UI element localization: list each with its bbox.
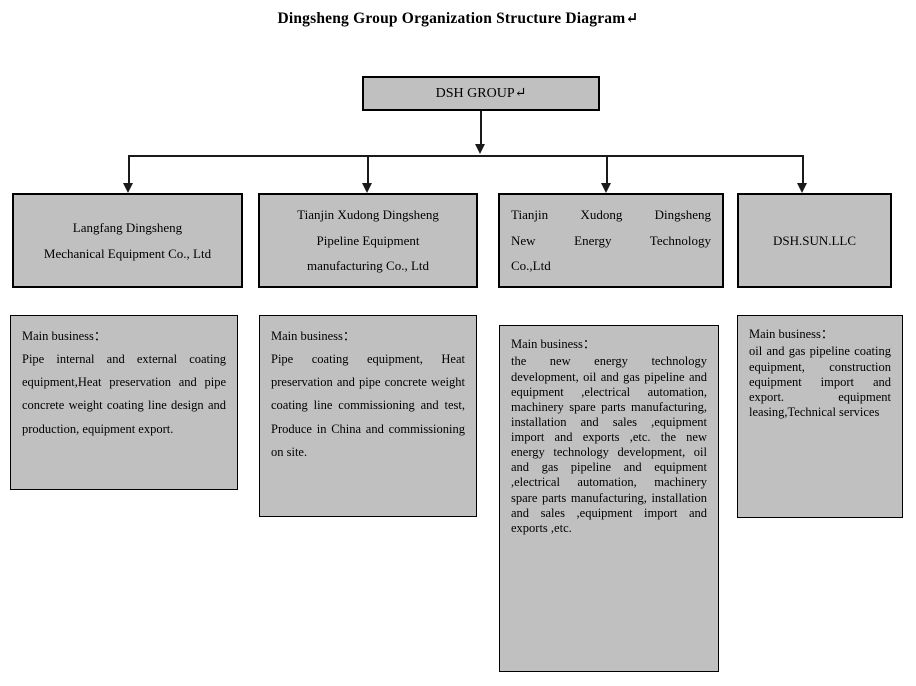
description-box-4: Main business： oil and gas pipeline coat… — [737, 315, 903, 518]
description-body: the new energy technology development, o… — [511, 354, 707, 535]
description-body: Pipe internal and external coating equip… — [22, 352, 226, 436]
org-node-subsidiary-3[interactable]: Tianjin Xudong Dingsheng New Energy Tech… — [498, 193, 724, 288]
connector-drop-1 — [128, 155, 130, 185]
connector-bus-horizontal — [128, 155, 802, 157]
org-node-line: Pipeline Equipment — [316, 232, 420, 248]
description-heading: Main business： — [22, 329, 107, 343]
connector-drop-4 — [802, 155, 804, 185]
org-node-subsidiary-4[interactable]: DSH.SUN.LLC — [737, 193, 892, 288]
page-title: Dingsheng Group Organization Structure D… — [277, 10, 639, 27]
org-node-root[interactable]: DSH GROUP↵ — [362, 76, 600, 111]
org-node-line: manufacturing Co., Ltd — [306, 258, 430, 274]
arrow-head-child-3 — [601, 183, 611, 193]
description-box-3: Main business： the new energy technology… — [499, 325, 719, 672]
connector-root-stem — [480, 111, 482, 146]
org-node-subsidiary-1[interactable]: Langfang Dingsheng Mechanical Equipment … — [12, 193, 243, 288]
connector-drop-3 — [606, 155, 608, 185]
org-node-root-label: DSH GROUP↵ — [435, 85, 527, 101]
org-node-line: DSH.SUN.LLC — [772, 232, 857, 248]
description-box-1: Main business： Pipe internal and externa… — [10, 315, 238, 490]
description-box-2: Main business： Pipe coating equipment, H… — [259, 315, 477, 517]
arrow-head-child-2 — [362, 183, 372, 193]
org-node-line: Tianjin Xudong Dingsheng — [511, 207, 711, 223]
org-node-line: Co.,Ltd — [511, 258, 551, 274]
description-heading: Main business： — [511, 337, 596, 351]
arrow-head-child-1 — [123, 183, 133, 193]
arrow-head-child-4 — [797, 183, 807, 193]
org-node-line: New Energy Technology — [511, 232, 711, 248]
description-heading: Main business： — [749, 327, 834, 341]
org-node-line: Langfang Dingsheng — [72, 220, 183, 236]
description-body: Pipe coating equipment, Heat preservatio… — [271, 352, 465, 459]
org-node-subsidiary-2[interactable]: Tianjin Xudong Dingsheng Pipeline Equipm… — [258, 193, 478, 288]
org-node-line: Mechanical Equipment Co., Ltd — [43, 245, 212, 261]
connector-drop-2 — [367, 155, 369, 185]
arrow-head-root-to-bus — [475, 144, 485, 154]
description-heading: Main business： — [271, 329, 356, 343]
description-body: oil and gas pipeline coating equipment, … — [749, 344, 891, 419]
org-node-line: Tianjin Xudong Dingsheng — [297, 207, 439, 223]
